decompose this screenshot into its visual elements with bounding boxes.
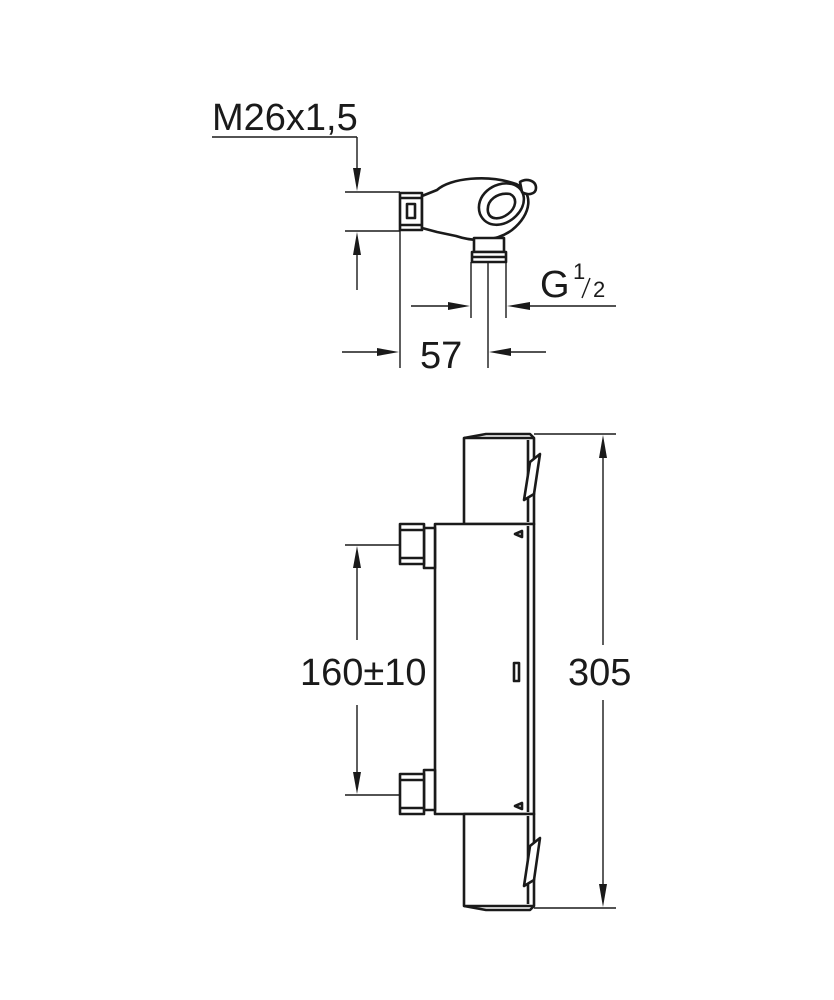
- top-control-cap: [462, 432, 542, 526]
- front-view: 160±10 305: [300, 432, 631, 912]
- side-view: M26x1,5: [212, 97, 616, 377]
- upper-inlet-connector: [398, 522, 437, 570]
- inlet-spacing-label: 160±10: [300, 652, 427, 694]
- overall-length-dimension: 305: [534, 433, 631, 909]
- thread-outlet-dimension: M26x1,5: [212, 97, 400, 290]
- inlet-thread-dimension: G 1 2: [411, 259, 616, 318]
- projection-label: 57: [420, 335, 462, 377]
- thread-outlet-label: M26x1,5: [212, 97, 358, 139]
- inlet-thread-numerator: 1: [573, 259, 585, 284]
- bottom-control-cap: [462, 812, 542, 912]
- valve-side-profile: [398, 177, 538, 264]
- lower-inlet-connector: [398, 768, 437, 816]
- projection-dimension: 57: [342, 231, 546, 377]
- thermostat-body: [433, 522, 536, 816]
- inlet-spacing-dimension: 160±10: [300, 544, 427, 796]
- inlet-thread-label: G: [540, 264, 570, 306]
- inlet-thread-denominator: 2: [593, 277, 605, 302]
- overall-length-label: 305: [568, 652, 631, 694]
